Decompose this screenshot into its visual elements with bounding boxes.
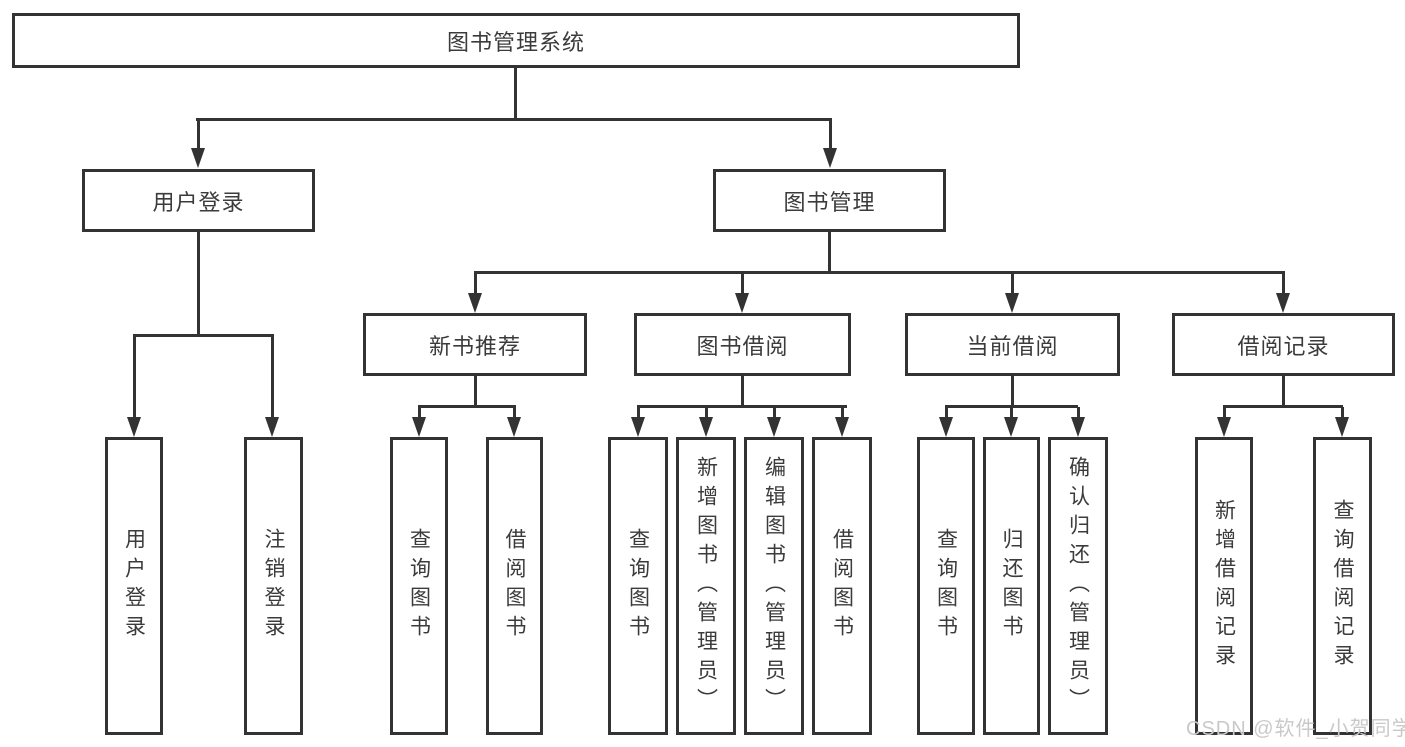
- leaf-borrow-query-books-label: 查询图书: [626, 528, 650, 644]
- leaf-borrow-borrow-books-label: 借阅图书: [830, 528, 854, 644]
- arrowhead-icon: [631, 417, 645, 437]
- node-root-label: 图书管理系统: [446, 29, 585, 55]
- arrowhead-icon: [735, 293, 749, 313]
- connector-line: [1282, 376, 1285, 406]
- arrowhead-icon: [1004, 417, 1018, 437]
- connector-line: [841, 407, 844, 418]
- arrowhead-icon: [1005, 293, 1019, 313]
- leaf-rec-query-books-label: 查询图书: [407, 528, 431, 644]
- node-new-book-recommend: 新书推荐: [363, 313, 587, 376]
- leaf-rec-query-books: 查询图书: [390, 437, 448, 735]
- node-borrow-records-label: 借阅记录: [1237, 333, 1330, 359]
- connector-line: [705, 407, 708, 418]
- connector-line: [474, 273, 477, 294]
- connector-line: [637, 407, 640, 418]
- connector-line: [1010, 407, 1013, 418]
- arrowhead-icon: [412, 417, 426, 437]
- connector-line: [474, 271, 1285, 274]
- connector-line: [828, 232, 831, 272]
- leaf-rec-borrow-books: 借阅图书: [486, 437, 543, 735]
- leaf-current-confirm-return-admin-label: 确认归还（管理员）: [1066, 455, 1090, 717]
- connector-line: [271, 336, 274, 418]
- node-current-borrow-label: 当前借阅: [966, 333, 1059, 359]
- leaf-records-add-record-label: 新增借阅记录: [1212, 499, 1236, 673]
- leaf-records-add-record: 新增借阅记录: [1195, 437, 1253, 735]
- arrowhead-icon: [1335, 417, 1349, 437]
- arrowhead-icon: [507, 417, 521, 437]
- leaf-borrow-edit-books-admin: 编辑图书（管理员）: [744, 437, 804, 735]
- leaf-records-query-record: 查询借阅记录: [1313, 437, 1372, 735]
- connector-line: [1282, 273, 1285, 294]
- connector-line: [513, 407, 516, 418]
- arrowhead-icon: [823, 148, 837, 168]
- arrowhead-icon: [265, 417, 279, 437]
- connector-line: [741, 376, 744, 406]
- connector-line: [1223, 407, 1226, 418]
- leaf-records-query-record-label: 查询借阅记录: [1331, 499, 1354, 673]
- connector-line: [637, 405, 847, 408]
- arrowhead-icon: [1217, 417, 1231, 437]
- leaf-current-return-books-label: 归还图书: [1000, 528, 1023, 644]
- connector-line: [197, 232, 200, 336]
- node-new-book-recommend-label: 新书推荐: [428, 333, 521, 359]
- leaf-borrow-borrow-books: 借阅图书: [812, 437, 872, 735]
- csdn-watermark: CSDN @软件_小贺同学: [1186, 718, 1405, 740]
- connector-line: [474, 376, 477, 406]
- leaf-user-login-label: 用户登录: [122, 528, 146, 644]
- leaf-borrow-edit-books-admin-label: 编辑图书（管理员）: [762, 455, 786, 717]
- connector-line: [197, 120, 200, 150]
- leaf-logout: 注销登录: [244, 437, 303, 735]
- connector-line: [133, 336, 136, 418]
- connector-line: [1223, 405, 1343, 408]
- arrowhead-icon: [1071, 417, 1085, 437]
- connector-line: [1011, 273, 1014, 294]
- leaf-current-query-books-label: 查询图书: [934, 528, 958, 644]
- leaf-current-return-books: 归还图书: [983, 437, 1040, 735]
- node-book-management: 图书管理: [713, 169, 946, 232]
- arrowhead-icon: [127, 417, 141, 437]
- leaf-borrow-add-books-admin-label: 新增图书（管理员）: [694, 455, 718, 717]
- connector-line: [514, 68, 517, 119]
- arrowhead-icon: [468, 293, 482, 313]
- arrowhead-icon: [191, 148, 205, 168]
- node-current-borrow: 当前借阅: [905, 313, 1120, 376]
- leaf-rec-borrow-books-label: 借阅图书: [503, 528, 526, 644]
- connector-line: [418, 405, 516, 408]
- node-book-borrow: 图书借阅: [634, 313, 851, 376]
- leaf-borrow-add-books-admin: 新增图书（管理员）: [676, 437, 736, 735]
- node-root: 图书管理系统: [12, 13, 1020, 68]
- connector-line: [945, 407, 948, 418]
- connector-line: [196, 118, 832, 121]
- connector-line: [1011, 376, 1014, 406]
- connector-line: [133, 334, 274, 337]
- node-borrow-records: 借阅记录: [1172, 313, 1395, 376]
- connector-line: [1077, 407, 1080, 418]
- arrowhead-icon: [1276, 293, 1290, 313]
- connector-line: [773, 407, 776, 418]
- leaf-current-confirm-return-admin: 确认归还（管理员）: [1048, 437, 1108, 735]
- connector-line: [829, 120, 832, 150]
- arrowhead-icon: [939, 417, 953, 437]
- connector-line: [1341, 407, 1344, 418]
- leaf-current-query-books: 查询图书: [917, 437, 975, 735]
- leaf-user-login: 用户登录: [105, 437, 163, 735]
- connector-line: [945, 405, 1078, 408]
- arrowhead-icon: [767, 417, 781, 437]
- leaf-logout-label: 注销登录: [262, 528, 285, 644]
- node-user-login-group: 用户登录: [82, 169, 315, 232]
- node-book-management-label: 图书管理: [783, 189, 876, 215]
- node-book-borrow-label: 图书借阅: [696, 333, 789, 359]
- leaf-borrow-query-books: 查询图书: [608, 437, 668, 735]
- arrowhead-icon: [835, 417, 849, 437]
- node-user-login-group-label: 用户登录: [152, 189, 245, 215]
- arrowhead-icon: [699, 417, 713, 437]
- connector-line: [418, 407, 421, 418]
- connector-line: [741, 273, 744, 294]
